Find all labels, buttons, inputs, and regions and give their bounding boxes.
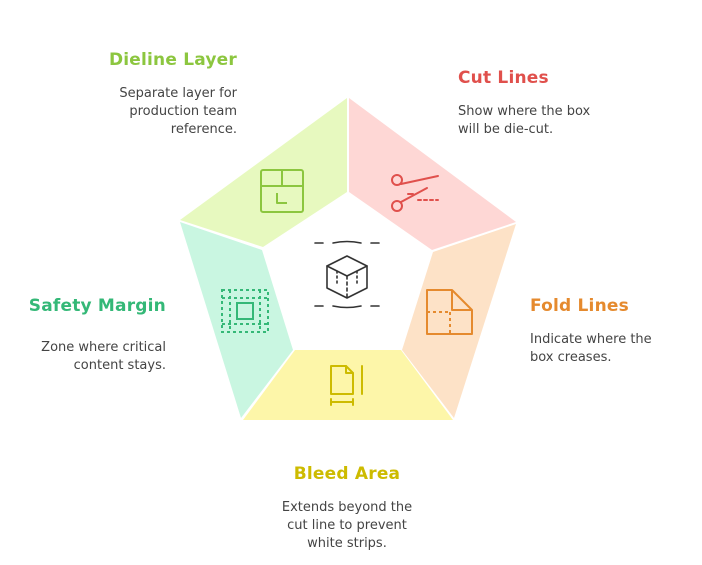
safe-zone-icon: [221, 289, 269, 333]
fold-description: Indicate where the box creases.: [530, 332, 652, 365]
safety-description: Zone where critical content stays.: [41, 340, 166, 373]
segment-cut: [349, 98, 516, 250]
cut-description: Show where the box will be die-cut.: [458, 104, 591, 137]
cube-icon: [314, 240, 380, 309]
folded-page-icon: [426, 289, 473, 335]
dieline-title: Dieline Layer: [108, 50, 237, 70]
dieline-description: Separate layer for production team refer…: [119, 86, 237, 137]
safety-title: Safety Margin: [28, 296, 166, 316]
box-icon: [260, 169, 304, 213]
scissors-icon: [391, 174, 439, 212]
segment-fold: [402, 224, 516, 418]
bleed-description: Extends beyond the cut line to prevent w…: [281, 500, 413, 551]
bleed-title: Bleed Area: [293, 464, 401, 484]
segment-bleed: [243, 350, 453, 420]
fold-title: Fold Lines: [530, 296, 629, 316]
cut-title: Cut Lines: [458, 68, 549, 88]
segment-dieline: [180, 98, 347, 247]
document-bleed-icon: [330, 365, 363, 406]
